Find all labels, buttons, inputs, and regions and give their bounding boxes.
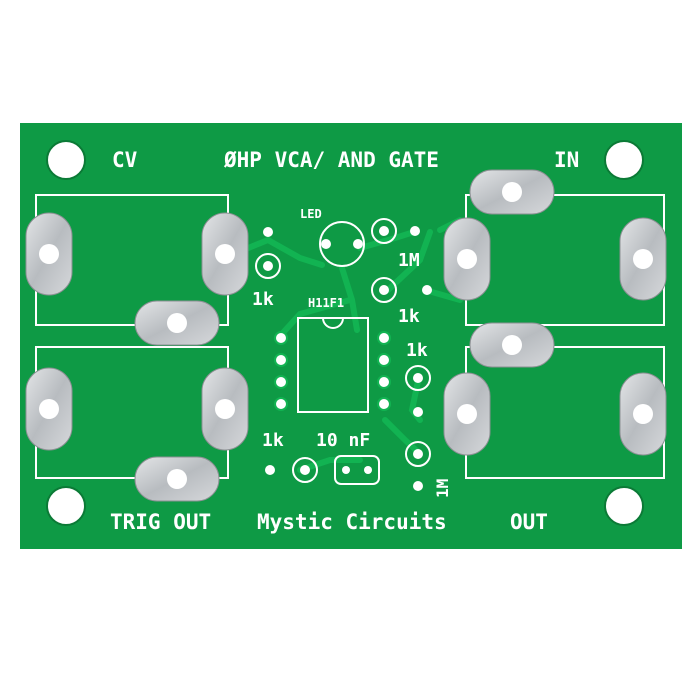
label-trig-out: TRIG OUT	[110, 510, 211, 534]
label-r-1k-a: 1k	[252, 289, 274, 310]
ic-notch	[322, 317, 344, 329]
label-r-1m-b: 1M	[433, 479, 452, 498]
mounting-hole	[46, 140, 86, 180]
label-cv: CV	[112, 148, 138, 172]
label-r-1m-a: 1M	[398, 250, 420, 271]
trace	[297, 457, 363, 473]
led-pad	[321, 239, 331, 249]
label-out: OUT	[510, 510, 548, 534]
trace	[265, 237, 325, 268]
mounting-hole	[46, 486, 86, 526]
pcb-substrate	[20, 123, 682, 549]
ic-outline	[297, 317, 369, 413]
label-r-1k-c: 1k	[406, 340, 428, 361]
component-pads	[263, 226, 432, 491]
jack-holes	[39, 182, 653, 489]
mounting-hole	[604, 486, 644, 526]
trace	[385, 229, 433, 293]
mounting-hole	[604, 140, 644, 180]
label-title: ØHP VCA/ AND GATE	[223, 148, 439, 172]
label-r-1k-b: 1k	[398, 306, 420, 327]
label-in: IN	[554, 148, 579, 172]
label-r-1k-d: 1k	[262, 430, 284, 451]
trace	[382, 417, 421, 455]
label-cap: 10 nF	[316, 430, 370, 451]
label-brand: Mystic Circuits	[257, 510, 447, 534]
led-pad	[353, 239, 363, 249]
label-led: LED	[300, 207, 322, 221]
ic-pads	[274, 331, 391, 411]
trace	[277, 297, 353, 339]
component-outlines	[255, 218, 431, 485]
led-outline	[319, 221, 365, 267]
trace	[357, 229, 417, 251]
label-ic: H11F1	[308, 296, 344, 310]
